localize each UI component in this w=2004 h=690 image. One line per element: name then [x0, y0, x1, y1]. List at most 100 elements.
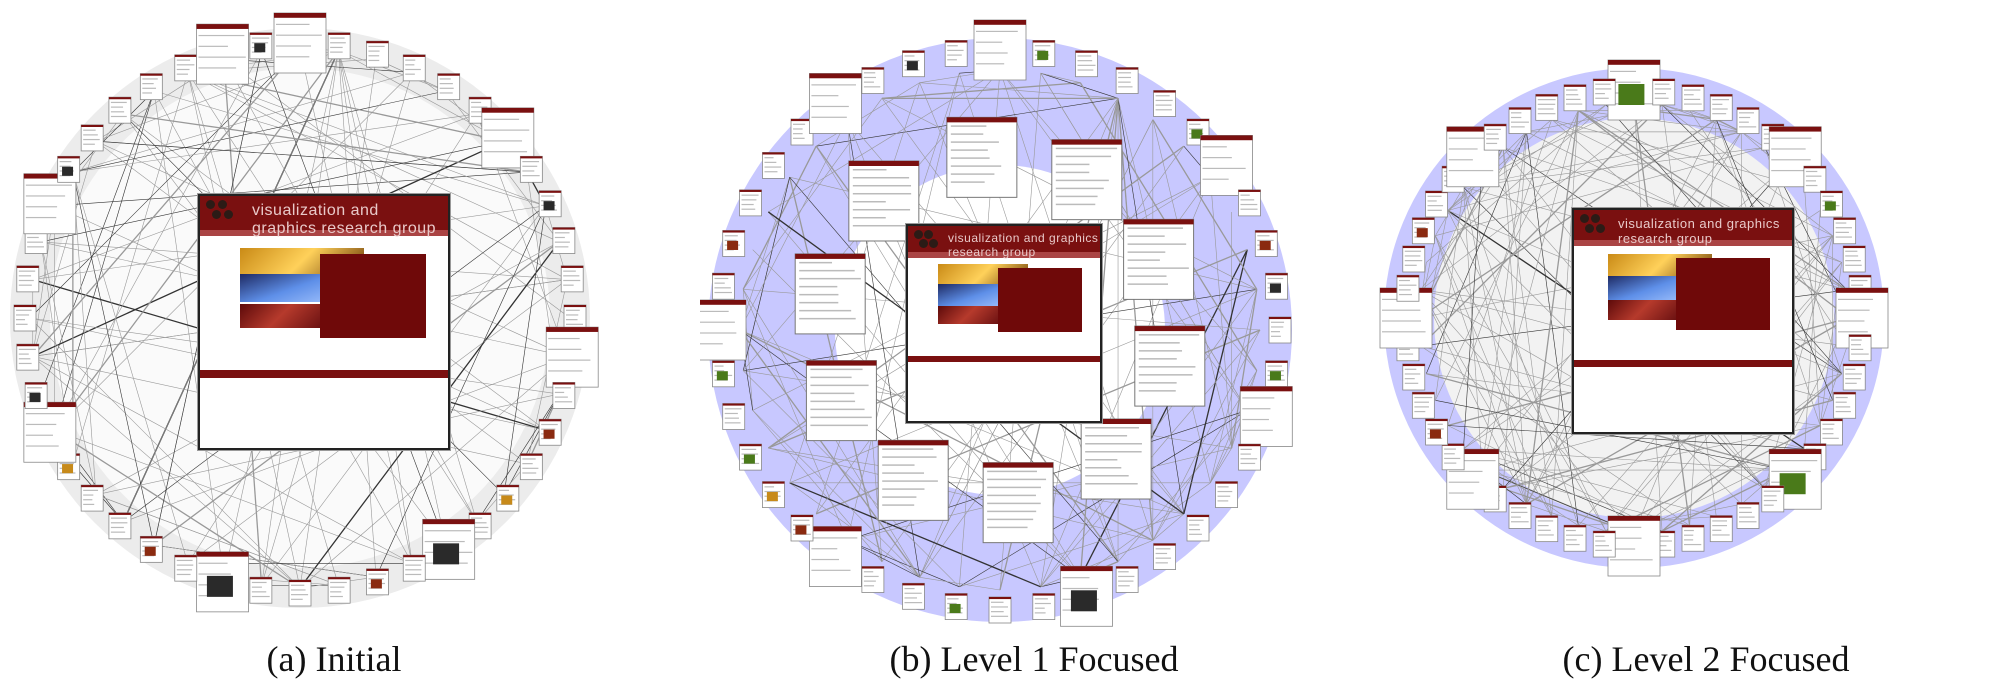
page-thumbnail[interactable]	[1411, 391, 1435, 419]
page-thumbnail[interactable]	[563, 304, 587, 332]
page-thumbnail[interactable]	[139, 535, 163, 563]
page-thumbnail[interactable]	[249, 32, 273, 60]
page-thumbnail[interactable]	[1115, 67, 1139, 94]
page-thumbnail[interactable]	[722, 230, 746, 257]
page-thumbnail[interactable]	[1833, 391, 1857, 419]
page-thumbnail-level1[interactable]	[1051, 139, 1123, 221]
page-thumbnail[interactable]	[1681, 84, 1705, 112]
page-thumbnail[interactable]	[902, 582, 925, 610]
page-thumbnail[interactable]	[23, 173, 77, 235]
focused-page[interactable]: visualization and graphics research grou…	[906, 224, 1102, 423]
focused-page[interactable]: visualization and graphics research grou…	[198, 194, 450, 450]
page-thumbnail-level1[interactable]	[1080, 418, 1152, 500]
page-thumbnail-level1[interactable]	[877, 439, 949, 521]
page-thumbnail[interactable]	[1425, 190, 1448, 218]
page-thumbnail[interactable]	[1709, 93, 1733, 121]
page-thumbnail[interactable]	[1153, 543, 1176, 570]
page-thumbnail[interactable]	[273, 12, 327, 74]
page-thumbnail[interactable]	[1833, 217, 1857, 245]
page-thumbnail-level1[interactable]	[946, 116, 1018, 198]
page-thumbnail[interactable]	[560, 265, 584, 293]
page-thumbnail[interactable]	[1411, 217, 1435, 245]
page-thumbnail[interactable]	[700, 299, 747, 361]
page-thumbnail[interactable]	[196, 551, 249, 613]
page-thumbnail[interactable]	[861, 67, 885, 94]
page-thumbnail[interactable]	[1563, 524, 1587, 552]
page-thumbnail-level1[interactable]	[1123, 218, 1195, 300]
page-thumbnail-level1[interactable]	[805, 360, 877, 442]
page-thumbnail[interactable]	[1709, 515, 1733, 543]
page-thumbnail[interactable]	[712, 360, 735, 388]
page-thumbnail[interactable]	[249, 576, 273, 604]
page-thumbnail[interactable]	[13, 304, 37, 332]
page-thumbnail[interactable]	[1607, 515, 1661, 577]
page-thumbnail[interactable]	[538, 190, 562, 218]
page-thumbnail[interactable]	[1848, 334, 1872, 362]
page-thumbnail[interactable]	[545, 326, 599, 388]
page-thumbnail[interactable]	[1032, 593, 1056, 620]
page-thumbnail[interactable]	[1402, 245, 1426, 273]
page-thumbnail[interactable]	[1186, 514, 1210, 542]
page-thumbnail[interactable]	[366, 568, 389, 596]
page-thumbnail[interactable]	[1215, 481, 1238, 508]
page-thumbnail[interactable]	[1265, 272, 1288, 300]
page-thumbnail[interactable]	[988, 596, 1012, 624]
page-thumbnail[interactable]	[973, 19, 1027, 81]
page-thumbnail[interactable]	[519, 155, 543, 183]
page-thumbnail[interactable]	[24, 382, 48, 409]
page-thumbnail[interactable]	[1508, 107, 1532, 134]
page-thumbnail[interactable]	[1239, 386, 1293, 447]
page-thumbnail[interactable]	[1115, 566, 1139, 593]
page-thumbnail[interactable]	[1441, 443, 1465, 471]
page-thumbnail[interactable]	[422, 518, 476, 580]
page-thumbnail[interactable]	[1396, 274, 1420, 302]
page-thumbnail[interactable]	[402, 554, 426, 582]
page-thumbnail-level1[interactable]	[1134, 325, 1206, 407]
page-thumbnail[interactable]	[1736, 502, 1760, 529]
page-thumbnail[interactable]	[1032, 40, 1056, 67]
page-thumbnail[interactable]	[366, 40, 389, 68]
page-thumbnail[interactable]	[16, 343, 40, 371]
page-thumbnail[interactable]	[196, 23, 249, 85]
page-thumbnail-level1[interactable]	[794, 253, 866, 335]
page-thumbnail[interactable]	[327, 32, 351, 60]
page-thumbnail[interactable]	[1607, 59, 1661, 121]
page-thumbnail[interactable]	[861, 566, 885, 593]
page-thumbnail[interactable]	[712, 272, 735, 300]
page-thumbnail[interactable]	[1254, 230, 1278, 257]
page-thumbnail[interactable]	[902, 50, 925, 78]
page-thumbnail[interactable]	[1483, 123, 1507, 151]
focused-page[interactable]: visualization and graphics research grou…	[1572, 208, 1794, 434]
page-thumbnail[interactable]	[174, 54, 198, 82]
page-thumbnail[interactable]	[139, 73, 163, 101]
page-thumbnail[interactable]	[1238, 443, 1261, 471]
page-thumbnail[interactable]	[1425, 418, 1448, 446]
page-thumbnail[interactable]	[1592, 78, 1616, 106]
page-thumbnail[interactable]	[1563, 84, 1587, 112]
page-thumbnail[interactable]	[1535, 515, 1559, 543]
page-thumbnail[interactable]	[1842, 363, 1866, 391]
page-thumbnail[interactable]	[790, 514, 814, 542]
page-thumbnail[interactable]	[1761, 485, 1785, 513]
page-thumbnail-level1[interactable]	[982, 462, 1054, 544]
page-thumbnail[interactable]	[1681, 524, 1705, 552]
page-thumbnail[interactable]	[1200, 135, 1253, 196]
page-thumbnail[interactable]	[327, 576, 351, 604]
page-thumbnail[interactable]	[538, 418, 562, 446]
page-thumbnail[interactable]	[80, 124, 104, 152]
page-thumbnail[interactable]	[739, 443, 762, 471]
page-thumbnail[interactable]	[108, 96, 132, 124]
page-thumbnail[interactable]	[1820, 190, 1843, 218]
page-thumbnail[interactable]	[762, 152, 785, 179]
page-thumbnail[interactable]	[1508, 502, 1532, 529]
page-thumbnail[interactable]	[57, 155, 81, 183]
page-thumbnail[interactable]	[552, 227, 576, 254]
page-thumbnail[interactable]	[1652, 78, 1676, 106]
page-thumbnail[interactable]	[80, 484, 104, 512]
page-thumbnail[interactable]	[519, 453, 543, 481]
page-thumbnail[interactable]	[762, 481, 785, 508]
page-thumbnail[interactable]	[1265, 360, 1288, 388]
page-thumbnail[interactable]	[16, 265, 40, 293]
page-thumbnail[interactable]	[809, 73, 862, 134]
page-thumbnail[interactable]	[108, 512, 132, 540]
